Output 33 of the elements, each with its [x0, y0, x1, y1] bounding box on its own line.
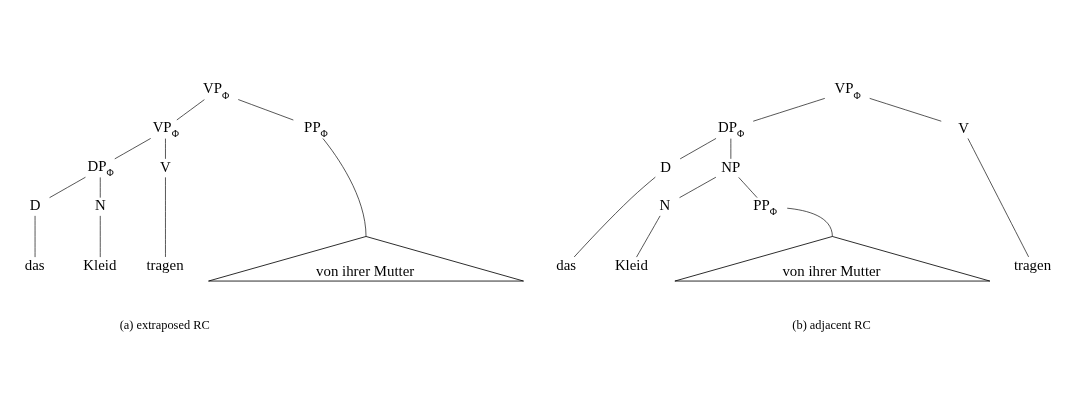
node-text: das — [24, 256, 45, 273]
node-text: V — [160, 158, 171, 175]
node-text: Kleid — [614, 256, 648, 273]
node-text: tragen — [146, 256, 184, 273]
node-text: Kleid — [83, 256, 117, 273]
connector — [786, 207, 833, 237]
node-text: tragen — [1013, 256, 1052, 273]
node-text: DP$_{Φ}$ — [718, 118, 745, 140]
connector — [752, 98, 826, 122]
connector — [869, 98, 942, 122]
connector — [679, 176, 717, 198]
connector — [738, 177, 758, 198]
node-text: V — [958, 119, 969, 136]
node-text: N — [94, 197, 106, 214]
node-text: DP$_{Φ}$ — [87, 157, 114, 179]
connector — [237, 99, 294, 121]
connector — [176, 99, 205, 121]
node-text: PP$_{Φ}$ — [753, 196, 777, 218]
connector — [114, 138, 151, 160]
node-text: NP — [721, 158, 741, 175]
node-text: VP$_{Φ}$ — [152, 118, 179, 140]
node-text: D — [660, 158, 672, 175]
connector — [967, 138, 1029, 258]
node-text: D — [29, 197, 41, 214]
connector — [322, 138, 367, 237]
node-text: VP$_{Φ}$ — [203, 80, 230, 101]
node-text: PP$_{Φ}$ — [304, 118, 328, 140]
node-text: VP$_{Φ}$ — [834, 80, 861, 101]
node-text: N — [659, 197, 671, 214]
label: (a) extraposed RC — [119, 317, 210, 332]
node-text: das — [556, 256, 577, 273]
label: (b) adjacent RC — [792, 317, 871, 332]
connector — [573, 176, 656, 258]
